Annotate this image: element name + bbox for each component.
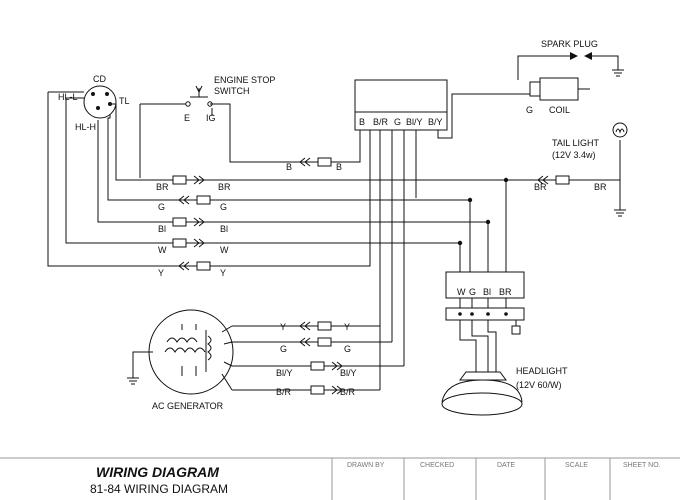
wire-gen-br-left: B/R	[276, 387, 292, 397]
wire-g-right: G	[220, 202, 227, 212]
tail-light-rating: (12V 3.4w)	[552, 150, 596, 160]
junction-g-label: G	[469, 287, 476, 297]
wire-b-right: B	[336, 162, 342, 172]
title-block-checked: CHECKED	[420, 462, 454, 469]
ac-generator-label: AC GENERATOR	[152, 401, 224, 411]
wire-bl-right: Bl	[220, 224, 228, 234]
ignition-hl-l-label: HL-L	[58, 92, 78, 102]
junction-bl-label: Bl	[483, 287, 491, 297]
cdi-terminal-g: G	[394, 117, 401, 127]
cdi-terminal-b: B	[359, 117, 365, 127]
wire-y-right: Y	[220, 268, 226, 278]
title-block-date: DATE	[497, 462, 515, 469]
engine-stop-ig-label: IG	[206, 113, 216, 123]
coil-label: COIL	[549, 105, 570, 115]
wire-w-right: W	[220, 245, 229, 255]
tail-light: TAIL LIGHT (12V 3.4w)	[552, 122, 628, 160]
title-block-sheet-no: SHEET NO.	[623, 462, 661, 469]
cdi-terminal-bly: Bl/Y	[406, 117, 423, 127]
wire-tail-br-right: BR	[594, 182, 607, 192]
headlight: HEADLIGHT (12V 60/W)	[441, 366, 568, 416]
junction-w-label: W	[457, 287, 466, 297]
title-block: WIRING DIAGRAM 81-84 WIRING DIAGRAM DRAW…	[0, 457, 680, 500]
wire-gen-br-right: B/R	[340, 387, 356, 397]
junction-br-label: BR	[499, 287, 512, 297]
wire-gen-bly-right: Bl/Y	[340, 368, 357, 378]
tail-light-title: TAIL LIGHT	[552, 138, 600, 148]
title-block-subtitle: 81-84 WIRING DIAGRAM	[90, 482, 228, 496]
engine-stop-e-label: E	[184, 113, 190, 123]
title-block-title: WIRING DIAGRAM	[96, 464, 219, 480]
wire-y-left: Y	[158, 268, 164, 278]
coil-g-label: G	[526, 105, 533, 115]
ignition-tl-label: TL	[119, 96, 130, 106]
wire-b-left: B	[286, 162, 292, 172]
spark-plug-label: SPARK PLUG	[541, 39, 598, 49]
engine-stop-switch: ENGINE STOP SWITCH E IG	[140, 75, 275, 123]
wire-labels: B B BR BR G G Bl Bl W W Y Y BR BR Y Y G …	[156, 162, 607, 397]
wire-gen-bly-left: Bl/Y	[276, 368, 293, 378]
wire-br-left: BR	[156, 182, 169, 192]
headlight-rating: (12V 60/W)	[516, 380, 562, 390]
wire-gen-y-right: Y	[344, 322, 350, 332]
ignition-hl-h-label: HL-H	[75, 122, 96, 132]
wire-bl-left: Bl	[158, 224, 166, 234]
title-block-drawn-by: DRAWN BY	[347, 462, 385, 469]
ignition-cd-label: CD	[93, 74, 106, 84]
engine-stop-title: ENGINE STOP	[214, 75, 275, 85]
engine-stop-subtitle: SWITCH	[214, 86, 250, 96]
wire-w-left: W	[158, 245, 167, 255]
wire-gen-g-right: G	[344, 344, 351, 354]
wire-br-right: BR	[218, 182, 231, 192]
ac-generator: AC GENERATOR	[127, 309, 234, 411]
junction-block: W G Bl BR	[445, 271, 525, 335]
ignition-switch: CD HL-L TL HL-H	[48, 74, 130, 132]
cdi-unit: B B/R G Bl/Y B/Y	[354, 79, 448, 131]
title-block-scale: SCALE	[565, 462, 588, 469]
wire-g-left: G	[158, 202, 165, 212]
wire-gen-y-left: Y	[280, 322, 286, 332]
cdi-terminal-br: B/R	[373, 117, 389, 127]
headlight-title: HEADLIGHT	[516, 366, 568, 376]
wiring-harness	[47, 92, 626, 391]
coil-assembly: SPARK PLUG COIL G	[517, 39, 624, 115]
wire-gen-g-left: G	[280, 344, 287, 354]
cdi-terminal-by: B/Y	[428, 117, 443, 127]
wire-tail-br-left: BR	[534, 182, 547, 192]
